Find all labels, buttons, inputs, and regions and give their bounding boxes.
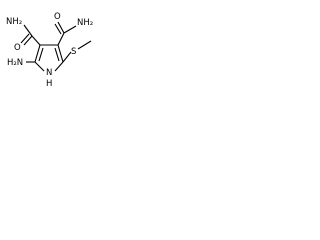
bond-c4-carbonyl-right	[57, 32, 65, 46]
ring-bond-c4-c5	[57, 44, 64, 63]
ring-bond-n1-c2	[34, 61, 45, 72]
amide-nh2-right-label: NH₂	[77, 18, 93, 28]
amino-h2n-label: H₂N	[7, 58, 23, 68]
bond-carbonyl-oxygen-right-double	[54, 23, 62, 35]
amino-group: H₂N	[7, 58, 35, 68]
ring-nitrogen-nh: N H	[46, 68, 52, 89]
bond-carbonyl-nitrogen-right	[63, 25, 77, 34]
sulfur-label: S	[71, 47, 76, 57]
ring-nitrogen-hydrogen-label: H	[46, 79, 52, 89]
amide-nh2-left-label: NH₂	[6, 17, 22, 27]
bond-carbonyl-nitrogen-left	[23, 24, 33, 37]
bond-carbonyl-oxygen-left	[23, 35, 33, 46]
bond-c5-sulfur	[62, 51, 72, 63]
bond-c3-carbonyl-left	[31, 35, 41, 46]
ring-bond-c5-n1	[54, 61, 64, 72]
ring-bond-c5-c4-double	[54, 47, 60, 62]
ring-bond-c2-c3	[34, 44, 41, 63]
ring-bond-c2-c3-double	[38, 47, 44, 62]
bond-carbonyl-oxygen-left-double	[20, 33, 30, 44]
pyrrole-structure-diagram: NH₂ O O NH₂ S H₂N N H	[6, 12, 93, 89]
ring-nitrogen-label: N	[46, 68, 52, 78]
carboxamide-right: O NH₂	[54, 12, 93, 46]
bond-carbonyl-oxygen-right	[57, 21, 65, 34]
pyrrole-ring	[34, 44, 64, 72]
carbonyl-oxygen-right-label: O	[54, 12, 61, 22]
bond-sulfur-methyl	[77, 40, 92, 50]
carboxamide-left: NH₂ O	[6, 17, 41, 53]
methylthio-group: S	[62, 40, 92, 63]
carbonyl-oxygen-left-label: O	[14, 43, 21, 53]
